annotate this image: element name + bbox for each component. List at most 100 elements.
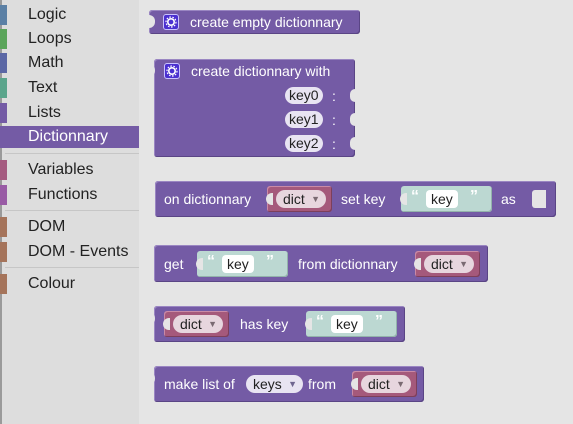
block-label: from dictionnary (298, 256, 398, 272)
category-label: Variables (28, 161, 94, 178)
keys-values-dropdown[interactable]: keys ▼ (246, 375, 303, 393)
toolbox-category-logic[interactable]: Logic (0, 4, 139, 26)
toolbox-category-math[interactable]: Math (0, 52, 139, 74)
block-label: create dictionnary with (191, 63, 331, 79)
category-label: Lists (28, 104, 61, 121)
key-text-field[interactable]: key (426, 190, 458, 208)
category-label: Text (28, 79, 58, 96)
toolbox-separator (5, 210, 139, 211)
close-quote-icon: ” (266, 253, 274, 270)
toolbox-category-functions[interactable]: Functions (0, 184, 139, 206)
get-from-dictionnary-block[interactable]: get “ key ” from dictionnary dict ▼ (154, 245, 488, 282)
output-connector (351, 378, 358, 390)
gear-icon[interactable] (163, 14, 179, 30)
key0-field[interactable]: key0 (285, 87, 323, 104)
toolbox-category-colour[interactable]: Colour (0, 273, 139, 295)
blocks-flyout: create empty dictionnary create dictionn… (139, 0, 573, 424)
category-label: Logic (28, 6, 67, 23)
key2-field[interactable]: key2 (285, 135, 323, 152)
toolbox-category-dom[interactable]: DOM (0, 216, 139, 238)
category-color-swatch (0, 127, 7, 147)
text-key-block[interactable]: “ key ” (196, 251, 288, 277)
variable-name: dict (180, 316, 202, 332)
open-quote-icon: “ (316, 313, 324, 330)
make-list-block[interactable]: make list of keys ▼ from dict ▼ (148, 366, 424, 402)
dict-variable-block[interactable]: dict ▼ (266, 186, 332, 212)
dropdown-value: keys (253, 376, 282, 392)
output-connector (148, 312, 155, 325)
block-label: create empty dictionnary (190, 14, 343, 30)
variable-dropdown[interactable]: dict ▼ (173, 315, 223, 333)
close-quote-icon: ” (470, 188, 478, 205)
open-quote-icon: “ (207, 253, 215, 270)
dict-variable-block[interactable]: dict ▼ (351, 371, 417, 397)
category-label: Loops (28, 30, 72, 47)
block-label: has key (240, 316, 289, 332)
set-key-block[interactable]: on dictionnary dict ▼ set key “ key ” as (155, 181, 556, 217)
create-empty-dictionnary-block[interactable]: create empty dictionnary (149, 10, 360, 34)
toolbox: Logic Loops Math Text Lists Dictionnary … (0, 0, 139, 424)
category-color-swatch (0, 53, 7, 73)
value-input-socket[interactable] (350, 89, 355, 102)
toolbox-separator (5, 153, 139, 154)
variable-name: dict (431, 256, 453, 272)
key-text-field[interactable]: key (331, 315, 363, 333)
category-label: Math (28, 54, 64, 71)
value-input-socket[interactable] (350, 113, 355, 126)
block-label: from (308, 376, 336, 392)
output-connector (266, 193, 273, 205)
variable-name: dict (283, 191, 305, 207)
output-connector (163, 318, 170, 330)
category-color-swatch (0, 29, 7, 49)
chevron-down-icon: ▼ (459, 259, 468, 269)
category-label: DOM (28, 218, 66, 235)
toolbox-category-lists[interactable]: Lists (0, 102, 139, 124)
key-text-field[interactable]: key (222, 255, 254, 273)
toolbox-category-variables[interactable]: Variables (0, 159, 139, 181)
value-input-socket[interactable] (350, 137, 355, 150)
gear-icon[interactable] (164, 63, 180, 79)
key1-field[interactable]: key1 (285, 111, 323, 128)
block-label: set key (341, 191, 386, 207)
close-quote-icon: ” (375, 313, 383, 330)
chevron-down-icon: ▼ (288, 379, 297, 389)
open-quote-icon: “ (411, 188, 419, 205)
output-connector (196, 258, 203, 270)
toolbox-category-loops[interactable]: Loops (0, 28, 139, 50)
output-connector (400, 193, 407, 205)
output-connector (148, 64, 155, 77)
text-key-block[interactable]: “ key ” (305, 311, 397, 337)
variable-dropdown[interactable]: dict ▼ (276, 190, 326, 208)
category-color-swatch (0, 217, 7, 237)
create-dictionnary-with-block[interactable]: create dictionnary with key0 : key1 : ke… (148, 59, 355, 157)
output-connector (305, 318, 312, 330)
chevron-down-icon: ▼ (208, 319, 217, 329)
key-separator: : (332, 112, 336, 128)
text-key-block[interactable]: “ key ” (400, 186, 492, 212)
category-label: Colour (28, 275, 76, 292)
category-color-swatch (0, 242, 7, 262)
variable-dropdown[interactable]: dict ▼ (424, 255, 474, 273)
block-label: make list of (164, 376, 235, 392)
dict-variable-block[interactable]: dict ▼ (414, 251, 480, 277)
category-label: DOM - Events (28, 243, 129, 260)
category-color-swatch (0, 103, 7, 123)
dict-variable-block[interactable]: dict ▼ (163, 311, 229, 337)
key-separator: : (332, 136, 336, 152)
category-color-swatch (0, 185, 7, 205)
block-label: get (164, 256, 184, 272)
has-key-block[interactable]: dict ▼ has key “ key ” (148, 306, 405, 342)
category-color-swatch (0, 274, 7, 294)
toolbox-category-dictionnary[interactable]: Dictionnary (0, 126, 139, 148)
toolbox-edge (0, 0, 2, 424)
block-label: as (501, 191, 516, 207)
variable-dropdown[interactable]: dict ▼ (361, 375, 411, 393)
category-label: Functions (28, 186, 98, 203)
category-color-swatch (0, 5, 7, 25)
value-input-socket[interactable] (532, 190, 546, 208)
toolbox-category-dom-events[interactable]: DOM - Events (0, 241, 139, 263)
toolbox-category-text[interactable]: Text (0, 77, 139, 99)
category-color-swatch (0, 160, 7, 180)
chevron-down-icon: ▼ (396, 379, 405, 389)
toolbox-separator (5, 267, 139, 268)
